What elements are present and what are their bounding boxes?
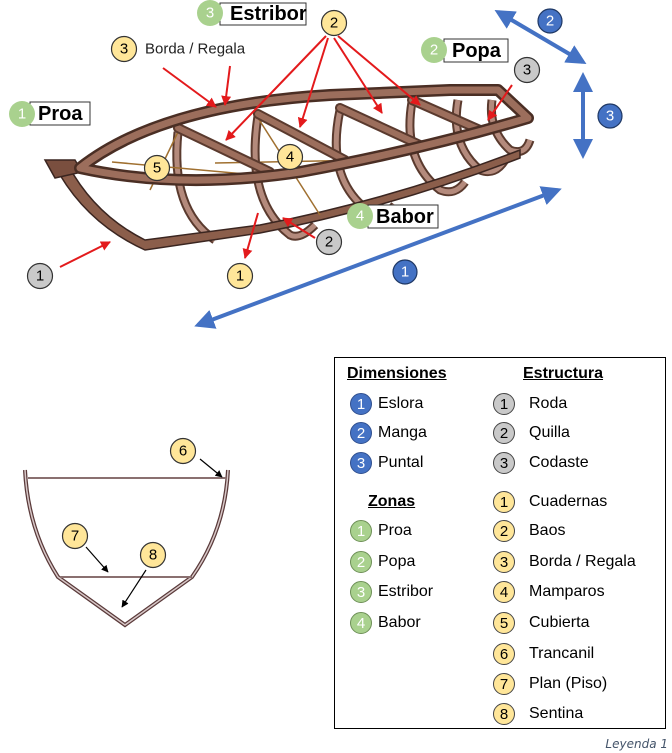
zone-name: Proa	[38, 103, 83, 125]
zone-number: 3	[206, 5, 214, 22]
zone-name: Estribor	[230, 3, 307, 25]
badge-manga: 2	[537, 8, 563, 34]
hull-cross-section: 6 7 8	[23, 437, 230, 628]
svg-text:2: 2	[546, 13, 554, 30]
badge-sentina: 8	[139, 541, 167, 569]
badge-roda: 1	[26, 262, 54, 290]
svg-text:1: 1	[401, 264, 409, 281]
legend-item-estribor: 3 Estribor	[350, 579, 433, 605]
borda-callout-label: Borda / Regala	[145, 41, 246, 58]
legend-heading-zonas: Zonas	[368, 493, 416, 510]
badge-borda: 3 Borda / Regala	[110, 35, 246, 63]
svg-text:3: 3	[523, 62, 531, 79]
keel	[46, 148, 521, 251]
zone-number: 2	[430, 42, 438, 59]
legend-item-baos: 2 Baos	[493, 518, 565, 544]
manga-arrow	[494, 9, 587, 65]
zone-name: Babor	[376, 206, 434, 228]
badge-mamparos: 4	[276, 143, 304, 171]
legend-box: Dimensiones Estructura Zonas 1 Eslora 2 …	[334, 357, 666, 729]
legend-item-quilla: 2 Quilla	[493, 420, 570, 446]
badge-quilla: 2	[315, 228, 343, 256]
svg-text:8: 8	[149, 547, 157, 564]
legend-item-proa: 1 Proa	[350, 518, 412, 544]
badge-trancanil: 6	[169, 437, 197, 465]
legend-item-popa: 2 Popa	[350, 549, 415, 575]
legend-item-borda: 3 Borda / Regala	[493, 549, 636, 575]
legend-item-babor: 4 Babor	[350, 610, 421, 636]
badge-cubierta: 5	[143, 154, 171, 182]
legend-heading-estructura: Estructura	[523, 365, 604, 382]
zone-label-popa: 2 Popa	[421, 37, 509, 63]
legend-item-codaste: 3 Codaste	[493, 450, 589, 476]
zone-number: 1	[18, 106, 26, 123]
badge-baos: 2	[320, 9, 348, 37]
legend-item-roda: 1 Roda	[493, 391, 567, 417]
zone-label-proa: 1 Proa	[9, 101, 91, 127]
badge-puntal: 3	[597, 103, 623, 129]
figure-caption: Leyenda 1	[605, 737, 668, 751]
legend-heading-dimensiones: Dimensiones	[347, 365, 447, 382]
zone-name: Popa	[452, 40, 502, 62]
legend-item-cuadernas: 1 Cuadernas	[493, 489, 607, 515]
svg-text:1: 1	[236, 268, 244, 285]
legend-item-eslora: 1 Eslora	[350, 391, 423, 417]
legend-item-puntal: 3 Puntal	[350, 450, 423, 476]
zone-number: 4	[356, 208, 364, 225]
svg-text:4: 4	[286, 149, 294, 166]
dimension-arrows	[194, 9, 593, 329]
legend-item-cubierta: 5 Cubierta	[493, 610, 589, 636]
legend-item-trancanil: 6 Trancanil	[493, 641, 594, 667]
eslora-arrow	[194, 186, 562, 329]
svg-text:2: 2	[330, 15, 338, 32]
svg-text:3: 3	[606, 108, 614, 125]
zone-label-babor: 4 Babor	[347, 203, 439, 229]
badge-codaste: 3	[513, 56, 541, 84]
badge-plan: 7	[61, 522, 89, 550]
legend-item-sentina: 8 Sentina	[493, 701, 583, 727]
badge-eslora: 1	[392, 259, 418, 285]
legend-item-mamparos: 4 Mamparos	[493, 579, 605, 605]
svg-text:7: 7	[71, 528, 79, 545]
svg-text:6: 6	[179, 443, 187, 460]
legend-item-manga: 2 Manga	[350, 420, 427, 446]
legend-item-plan: 7 Plan (Piso)	[493, 671, 607, 697]
svg-text:2: 2	[325, 234, 333, 251]
svg-text:5: 5	[153, 160, 161, 177]
badge-cuadernas: 1	[226, 262, 254, 290]
svg-text:1: 1	[36, 268, 44, 285]
svg-text:3: 3	[120, 41, 128, 58]
zone-label-estribor: 3 Estribor	[197, 0, 307, 26]
